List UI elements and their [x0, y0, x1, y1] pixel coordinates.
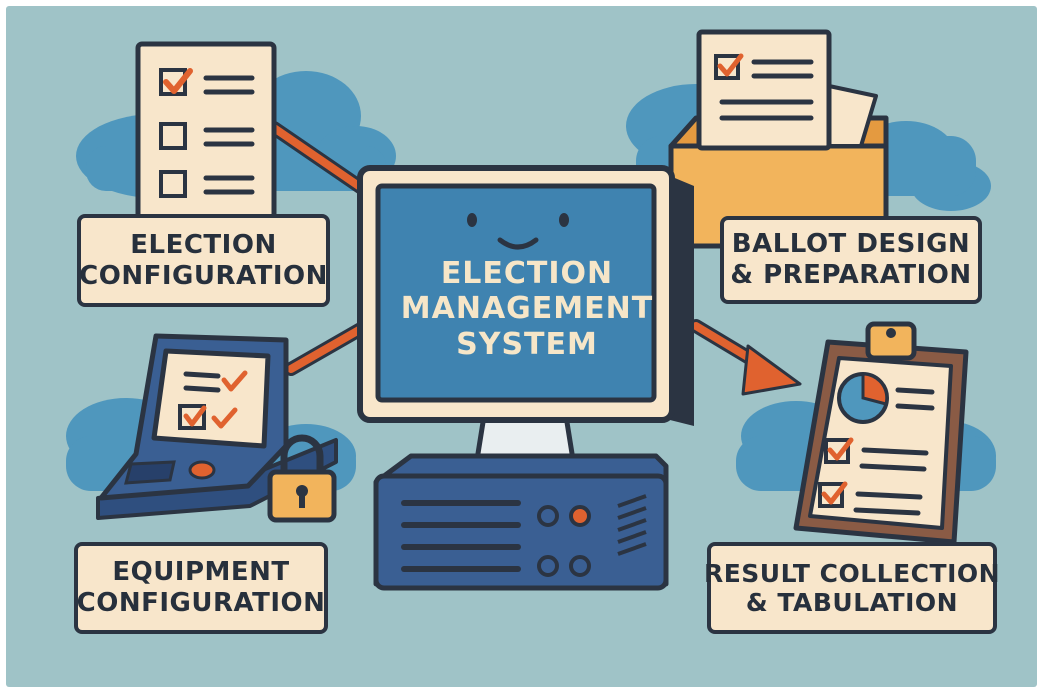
label-line-1: EQUIPMENT: [112, 557, 290, 588]
center-title-line-1: ELECTION: [440, 256, 614, 291]
arrow-icon: [267, 121, 373, 198]
label-line-2: & PREPARATION: [730, 260, 972, 290]
label-line-1: ELECTION: [130, 229, 277, 260]
clipboard-icon: [793, 321, 969, 545]
label-line-1: BALLOT DESIGN: [731, 229, 971, 260]
label-ballot-design: BALLOT DESIGN & PREPARATION: [720, 216, 982, 304]
label-equipment-configuration: EQUIPMENT CONFIGURATION: [74, 542, 328, 634]
checklist-icon: [135, 41, 277, 229]
label-line-2: CONFIGURATION: [79, 260, 328, 291]
center-title-line-2: MANAGEMENT: [400, 291, 654, 327]
label-election-configuration: ELECTION CONFIGURATION: [77, 214, 330, 307]
ballot-box-icon: [668, 29, 889, 249]
center-title: ELECTION MANAGEMENT SYSTEM: [394, 256, 660, 362]
label-line-2: CONFIGURATION: [76, 588, 326, 618]
arrow-icon: [284, 319, 373, 376]
voting-machine-icon: [96, 333, 338, 520]
arrow-icon: [689, 319, 802, 396]
diagram-artwork: [66, 29, 996, 591]
computer-icon: [357, 165, 694, 591]
label-result-collection: RESULT COLLECTION & TABULATION: [703, 542, 1001, 634]
center-title-line-3: SYSTEM: [456, 326, 598, 362]
label-line-1: RESULT COLLECTION: [703, 558, 1001, 588]
diagram-canvas: ELECTION MANAGEMENT SYSTEM ELECTION CONF…: [6, 6, 1037, 687]
padlock-icon: [267, 434, 337, 523]
label-line-2: & TABULATION: [745, 588, 959, 617]
